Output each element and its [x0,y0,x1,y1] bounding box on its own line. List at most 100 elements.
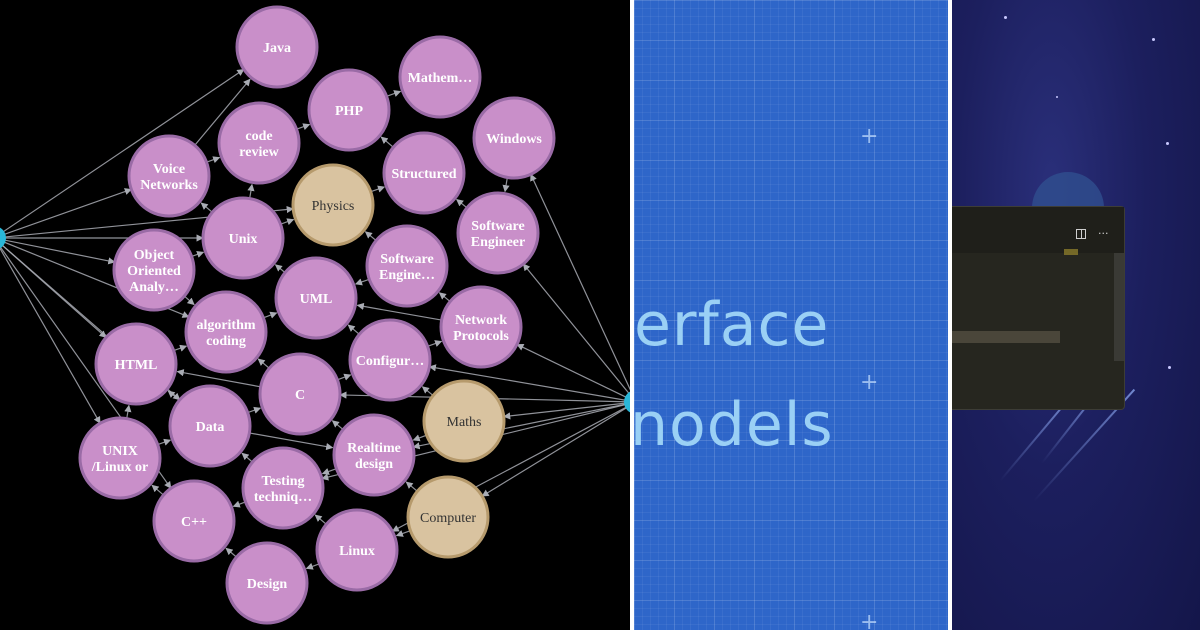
hub-edge [0,238,116,265]
graph-edge [247,406,262,414]
node-circle[interactable] [168,384,252,468]
graph-node-maths[interactable]: Maths [422,379,506,463]
node-circle[interactable] [406,475,490,559]
node-label: Unix [229,232,258,247]
graph-node-structured[interactable]: Structured [382,131,466,215]
graph-node-computer[interactable]: Computer [406,475,490,559]
right-hub-node[interactable] [624,390,630,414]
node-circle[interactable] [201,196,285,280]
graph-node-design[interactable]: Design [225,541,309,625]
node-circle[interactable] [456,191,540,275]
graph-edge [412,434,427,442]
graph-node-configur[interactable]: Configur… [348,318,432,402]
node-circle[interactable] [235,5,319,89]
left-hub-node[interactable] [0,226,6,250]
node-label: UNIX/Linux or [91,444,148,475]
split-editor-icon[interactable] [1076,229,1086,239]
graph-edge [356,302,442,321]
node-circle[interactable] [332,413,416,497]
graph-edge [274,264,286,274]
node-circle[interactable] [422,379,506,463]
node-circle[interactable] [94,322,178,406]
node-circle[interactable] [184,290,268,374]
graph-node-data[interactable]: Data [168,384,252,468]
node-circle[interactable] [241,446,325,530]
node-label: Structured [391,167,456,182]
hub-edge [0,68,245,235]
graph-node-linux[interactable]: Linux [315,508,399,592]
more-actions-icon[interactable]: ··· [1098,227,1109,240]
node-circle[interactable] [225,541,309,625]
graph-edge [456,198,468,209]
graph-node-unix[interactable]: Unix [201,196,285,280]
graph-edge [191,251,205,258]
graph-edge [305,562,320,570]
graph-node-c[interactable]: C [258,352,342,436]
node-circle[interactable] [258,352,342,436]
node-circle[interactable] [307,68,391,152]
graph-edge [331,420,344,431]
blueprint-panel: + + + erface nodels [634,0,948,630]
minimap [1064,249,1078,255]
node-circle[interactable] [291,163,375,247]
star [1004,16,1007,19]
star [1168,366,1171,369]
node-circle[interactable] [217,101,301,185]
node-label: PHP [335,104,363,119]
graph-edge [263,311,278,319]
graph-edge [421,386,434,397]
graph-edge [151,484,164,496]
graph-edge [386,90,402,97]
node-circle[interactable] [365,224,449,308]
graph-node-cpp[interactable]: C++ [152,479,236,563]
graph-node-mathematics[interactable]: Mathem… [398,35,482,119]
node-label: Computer [420,511,476,526]
hub-edge [481,404,630,497]
graph-edge [247,183,255,199]
node-label: Linux [339,544,375,559]
graph-edge [194,78,251,146]
node-label: HTML [115,358,158,373]
node-circle[interactable] [152,479,236,563]
node-circle[interactable] [78,416,162,500]
editor-scrollbar[interactable] [1114,253,1124,361]
graph-node-java[interactable]: Java [235,5,319,89]
graph-edge [380,136,394,148]
node-circle[interactable] [398,35,482,119]
graph-edge [370,185,386,193]
node-circle[interactable] [382,131,466,215]
graph-node-unix-linux[interactable]: UNIX/Linux or [78,416,162,500]
graph-node-physics[interactable]: Physics [291,163,375,247]
graph-node-uml[interactable]: UML [274,256,358,340]
graph-edge [395,530,411,537]
hub-edge [503,402,630,420]
node-circle[interactable] [274,256,358,340]
graph-node-html[interactable]: HTML [94,322,178,406]
node-circle[interactable] [112,228,196,312]
node-circle[interactable] [472,96,556,180]
graph-edge [405,481,418,492]
graph-node-windows[interactable]: Windows [472,96,556,180]
node-circle[interactable] [315,508,399,592]
node-circle[interactable] [348,318,432,402]
star [1152,38,1155,41]
hub-edge [530,173,630,391]
node-circle[interactable] [127,134,211,218]
space-background-panel: ··· [952,0,1200,630]
node-circle[interactable] [439,285,523,369]
editor-window[interactable]: ··· [952,206,1125,410]
graph-node-php[interactable]: PHP [307,68,391,152]
